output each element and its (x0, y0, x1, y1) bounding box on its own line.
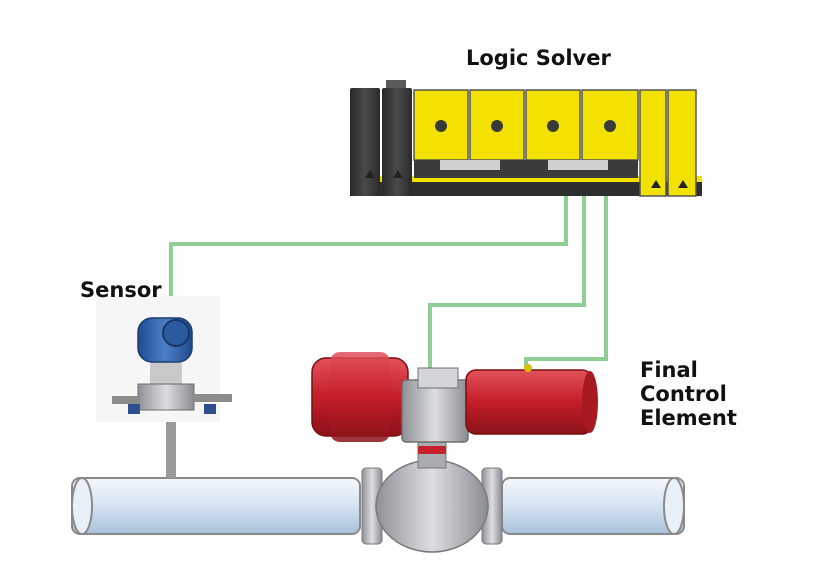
valve-positioner (418, 368, 458, 388)
final-control-element-label-line3: Element (640, 406, 737, 430)
pipe-right (502, 478, 684, 534)
logic-solver-power-module (350, 88, 380, 196)
sensor-transmitter (96, 296, 232, 478)
sensor-manifold (138, 384, 194, 410)
actuator-center-housing (402, 380, 468, 442)
logic-solver (350, 80, 702, 196)
logic-solver-label: Logic Solver (466, 46, 611, 70)
wiring (171, 196, 606, 370)
wire-sensor (171, 196, 566, 300)
logic-solver-controller-module (382, 88, 412, 196)
actuator-cylinder-right (466, 370, 592, 434)
valve-body (376, 460, 488, 552)
pipe-left (72, 478, 360, 534)
wire-valve-positioner (430, 196, 584, 370)
sensor-label: Sensor (80, 278, 162, 302)
final-control-element-label-line1: Final (640, 358, 737, 382)
final-control-element-label: Final Control Element (640, 358, 737, 430)
final-control-element-label-line2: Control (640, 382, 737, 406)
